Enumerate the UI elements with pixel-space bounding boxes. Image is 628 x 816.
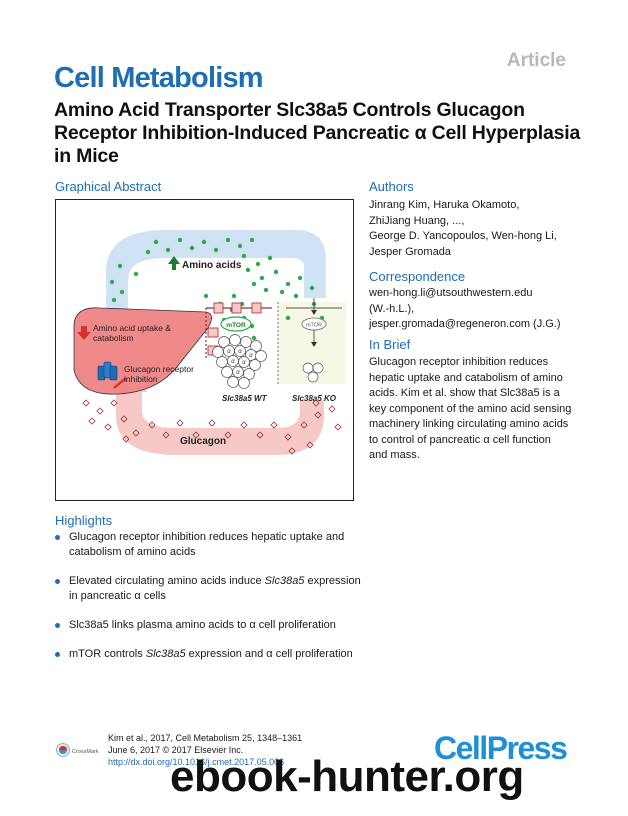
receptor-label-line2: inhibition <box>124 374 158 384</box>
glucagon-label: Glucagon <box>180 436 226 447</box>
amino-acid-circulation-band <box>106 230 326 310</box>
bullet-icon <box>55 623 60 628</box>
wt-label: Slc38a5 WT <box>222 394 268 403</box>
authors-list: Jinrang Kim, Haruka Okamoto, ZhiJiang Hu… <box>369 198 609 260</box>
citation-text: Kim et al., 2017, Cell Metabolism 25, 13… <box>108 733 303 743</box>
bullet-icon <box>55 579 60 584</box>
mtor-ko-label: mTOR <box>306 323 322 329</box>
bullet-icon <box>55 535 60 540</box>
mtor-wt-icon <box>220 316 252 332</box>
highlight-item: Elevated circulating amino acids induce … <box>55 574 365 604</box>
inhibition-mark-icon <box>113 377 127 389</box>
correspondence-line: (W.-h.L.), <box>369 302 415 315</box>
amino-acids-label: Amino acids <box>182 260 242 271</box>
authors-line: Jinrang Kim, Haruka Okamoto, <box>369 199 520 211</box>
correspondence-email-link[interactable]: wen-hong.li@utsouthwestern.edu <box>369 287 533 299</box>
glucagon-molecule-icons <box>82 399 342 455</box>
crossmark-logo[interactable]: CrossMark <box>56 742 104 758</box>
glucagon-circulation-band <box>116 388 324 455</box>
svg-text:α: α <box>249 353 253 359</box>
highlight-item: mTOR controls Slc38a5 expression and α c… <box>55 647 365 662</box>
authors-heading: Authors <box>369 179 414 194</box>
highlight-item: Slc38a5 links plasma amino acids to α ce… <box>55 618 365 633</box>
authors-line: Jesper Gromada <box>369 245 451 258</box>
watermark-text: ebook-hunter.org <box>170 752 524 801</box>
receptor-label-line1: Glucagon receptor <box>124 364 194 374</box>
correspondence-list: wen-hong.li@utsouthwestern.edu (W.-h.L.)… <box>369 286 609 333</box>
glucagon-receptor-icon <box>97 361 118 381</box>
journal-name: Cell Metabolism <box>54 62 264 94</box>
svg-text:α: α <box>238 349 242 355</box>
liver-label-line2: catabolism <box>93 333 134 343</box>
correspondence-heading: Correspondence <box>369 269 466 284</box>
cellpress-logo: CellPress <box>434 730 568 766</box>
article-type-label: Article <box>506 50 566 71</box>
graphical-abstract-svg: Amino acid uptake & catabolism Glucagon … <box>73 230 346 455</box>
publication-date: June 6, 2017 © 2017 Elsevier Inc. <box>108 745 244 755</box>
in-brief-text: Glucagon receptor inhibition reduces hep… <box>369 356 572 461</box>
bullet-icon <box>55 652 60 657</box>
doi-link[interactable]: http://dx.doi.org/10.1016/j.cmet.2017.05… <box>108 757 285 767</box>
highlights-heading: Highlights <box>55 513 113 528</box>
authors-line: ZhiJiang Huang, ..., <box>369 214 465 227</box>
ko-label: Slc38a5 KO <box>292 394 337 403</box>
highlights-list: Glucagon receptor inhibition reduces hep… <box>55 530 365 671</box>
article-title: Amino Acid Transporter Slc38a5 Controls … <box>54 99 581 167</box>
authors-line: George D. Yancopoulos, Wen-hong Li, <box>369 230 557 242</box>
alpha-cell-cluster-ko <box>302 362 324 383</box>
svg-text:α: α <box>231 359 235 365</box>
increase-arrow-icon <box>168 256 180 270</box>
svg-text:CrossMark: CrossMark <box>72 749 99 755</box>
correspondence-email-link[interactable]: jesper.gromada@regeneron.com (J.G.) <box>369 318 561 330</box>
amino-acid-dots <box>109 237 325 341</box>
highlight-item: Glucagon receptor inhibition reduces hep… <box>55 530 365 560</box>
graphical-abstract-figure: Amino acid uptake & catabolism Glucagon … <box>55 199 354 501</box>
svg-text:α: α <box>236 370 240 376</box>
mtor-wt-label: mTOR <box>226 322 246 329</box>
alpha-cell-cluster-wt <box>212 334 267 389</box>
in-brief-heading: In Brief <box>369 337 411 352</box>
svg-text:α: α <box>242 360 246 366</box>
decrease-arrow-icon <box>77 326 91 340</box>
liver-label-line1: Amino acid uptake & <box>93 323 171 333</box>
svg-text:α: α <box>227 349 231 355</box>
graphical-abstract-heading: Graphical Abstract <box>55 179 162 194</box>
citation-block: Kim et al., 2017, Cell Metabolism 25, 13… <box>108 732 302 768</box>
